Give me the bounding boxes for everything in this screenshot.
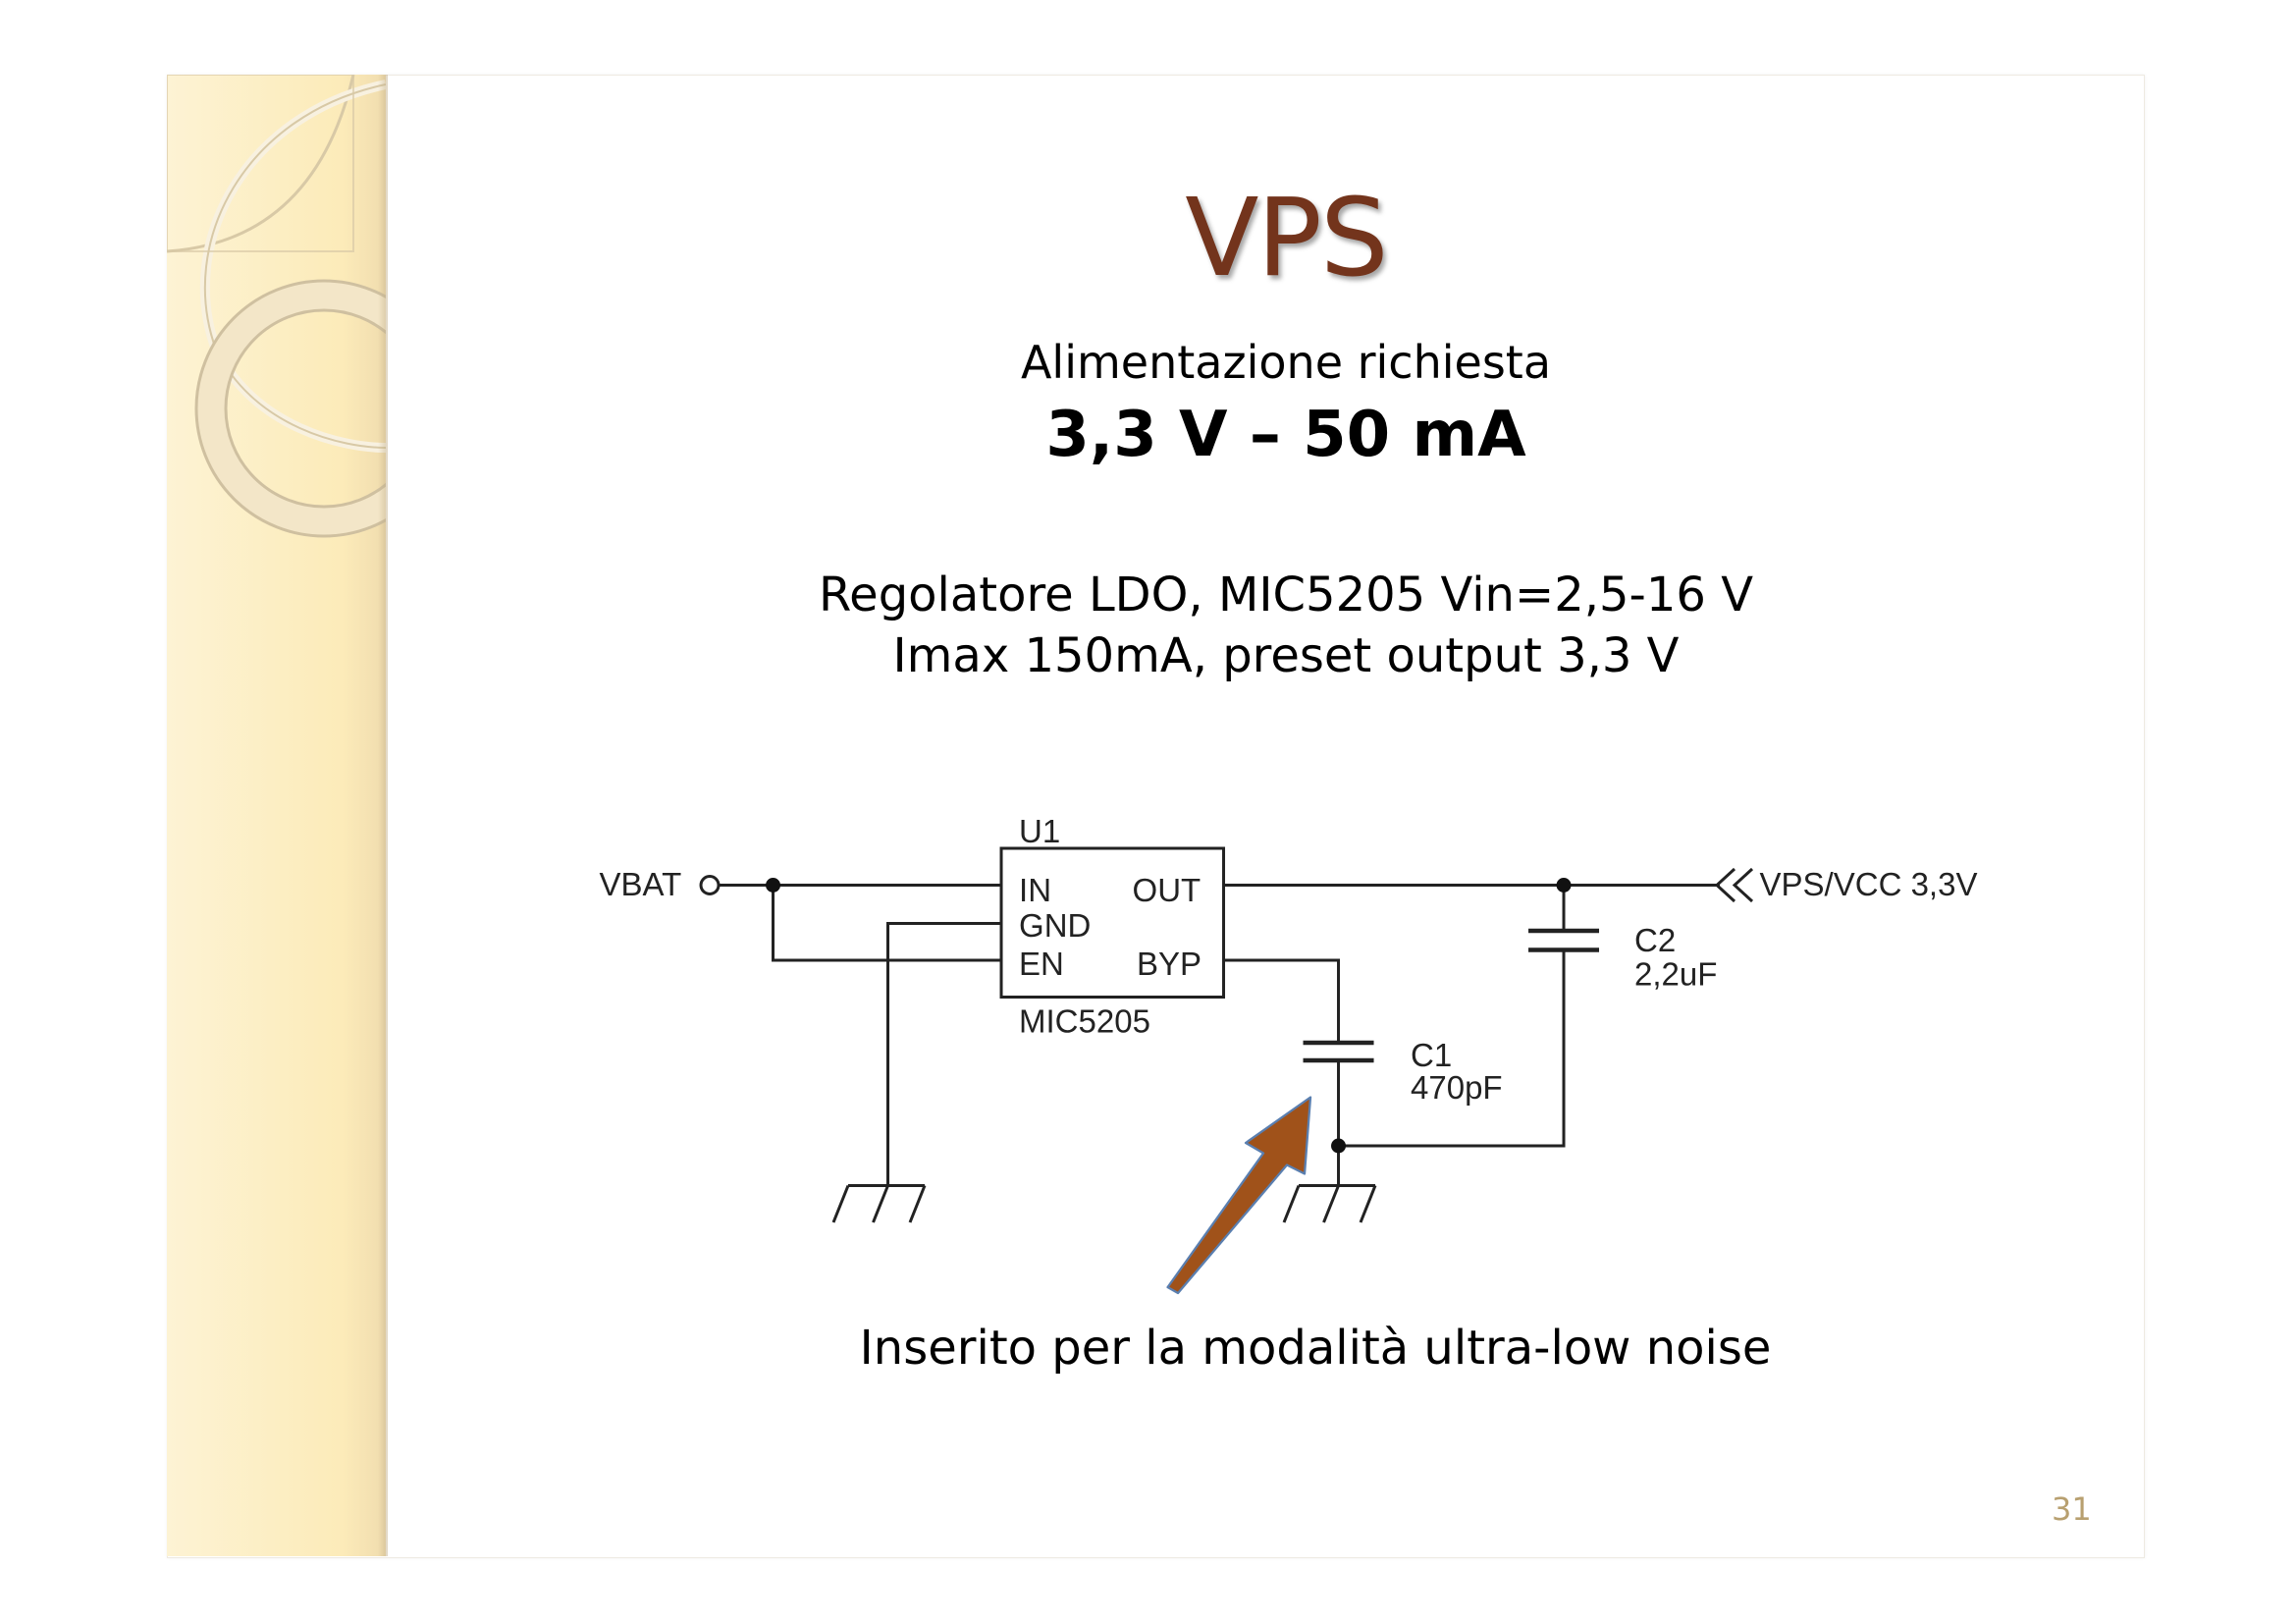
- ground-symbol-icon: [831, 1184, 927, 1223]
- pin-out-label: OUT: [1133, 872, 1201, 908]
- slide: [167, 75, 2145, 1558]
- ground-symbol-icon: [1282, 1184, 1377, 1223]
- arrow-icon: [1166, 1096, 1312, 1295]
- page-number: 31: [2052, 1490, 2092, 1528]
- pin-en-label: EN: [1019, 946, 1064, 982]
- decorative-sidebar: [166, 74, 454, 1556]
- wires: [699, 846, 1721, 1186]
- regulator-description-line1: Regolatore LDO, MIC5205 Vin=2,5-16 V: [818, 568, 1754, 622]
- arrow-note: Inserito per la modalità ultra-low noise: [859, 1321, 1772, 1376]
- capacitor-c2-icon: [1528, 928, 1600, 952]
- pin-byp-label: BYP: [1137, 946, 1201, 982]
- subtitle: Alimentazione richiesta: [1020, 336, 1552, 389]
- junction-dots: [766, 878, 1572, 1154]
- vbat-label: VBAT: [600, 866, 682, 902]
- c1-value-label: 470pF: [1411, 1069, 1503, 1106]
- pin-in-label: IN: [1019, 872, 1051, 908]
- vps-output-label: VPS/VCC 3,3V: [1760, 866, 1978, 902]
- regulator-description-line2: Imax 150mA, preset output 3,3 V: [892, 628, 1680, 683]
- ic-ref-label: U1: [1019, 813, 1060, 849]
- capacitor-c1-icon: [1303, 1040, 1374, 1063]
- sidebar-edge: [378, 75, 388, 1556]
- power-requirement: 3,3 V – 50 mA: [1045, 399, 1526, 471]
- c2-value-label: 2,2uF: [1634, 956, 1717, 993]
- c2-ref-label: C2: [1634, 922, 1676, 958]
- ic-box: [999, 846, 1226, 999]
- pin-gnd-label: GND: [1019, 907, 1091, 944]
- slide-title: VPS: [1185, 175, 1388, 300]
- c1-ref-label: C1: [1411, 1037, 1452, 1073]
- ic-part-label: MIC5205: [1019, 1003, 1150, 1040]
- output-connector-icon: [1714, 867, 1754, 903]
